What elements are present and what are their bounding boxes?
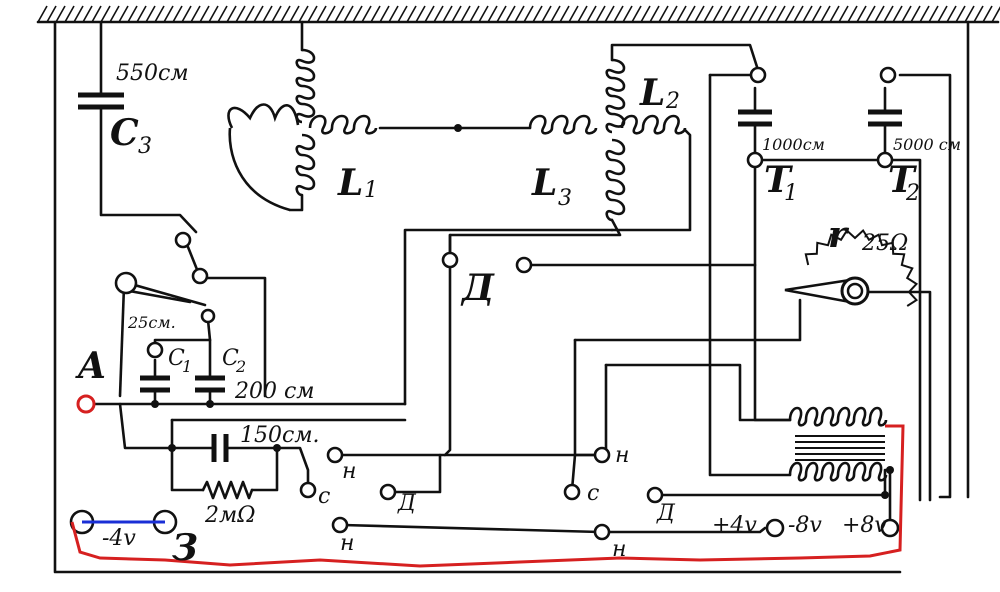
r-value-label: 25Ω <box>861 231 908 256</box>
l3-name-label: L <box>531 162 557 204</box>
switch-pivot[interactable] <box>114 271 138 295</box>
terminal-c-mid[interactable] <box>563 483 581 501</box>
d-big-label: Д <box>460 267 495 309</box>
r-name-label: r <box>828 214 850 256</box>
t1-sub-label: 1 <box>784 181 798 206</box>
terminal-a[interactable] <box>76 394 96 414</box>
junction-dots <box>151 124 894 499</box>
c25-label: 25см. <box>127 313 176 332</box>
terminal-n1[interactable] <box>326 446 344 464</box>
t1-name-label: T <box>764 159 793 201</box>
terminal-n-low2[interactable] <box>593 523 611 541</box>
terminals <box>69 66 900 541</box>
contact-25cm[interactable] <box>200 308 216 324</box>
c1-sub-label: 1 <box>182 357 192 376</box>
terminal-c1[interactable] <box>146 341 164 359</box>
terminal-t2-top[interactable] <box>879 66 897 84</box>
n-mid-label: н <box>615 443 630 468</box>
minus8-label: -8v <box>788 513 822 538</box>
c2-name-label: C <box>222 346 239 371</box>
transformer <box>788 406 888 482</box>
minus4-label: -4v <box>102 526 136 551</box>
terminal-plus8[interactable] <box>880 518 900 538</box>
d-right-label: Д <box>656 501 676 526</box>
a-label: A <box>75 345 106 387</box>
l2-name-label: L <box>639 72 665 114</box>
terminal-n-mid[interactable] <box>593 446 611 464</box>
l3-sub-label: 3 <box>558 186 572 211</box>
z3-label: З <box>172 527 198 569</box>
red-wire <box>70 424 905 568</box>
capacitor-c3 <box>78 92 124 110</box>
c-mid-label: с <box>587 481 599 506</box>
terminal-plus4[interactable] <box>765 518 785 538</box>
capacitor-c1 <box>140 375 170 393</box>
c3-value-label: 550см <box>116 61 189 86</box>
ground-hatch <box>36 5 1000 24</box>
terminal-t2[interactable] <box>876 151 894 169</box>
capacitor-t2 <box>868 109 902 127</box>
t1-value-label: 1000см <box>762 135 825 154</box>
terminal-c-left[interactable] <box>299 481 317 499</box>
rheostat-r <box>784 228 919 307</box>
plus8-label: +8v <box>842 513 887 538</box>
n-low2-label: н <box>612 537 627 562</box>
n-low-label: н <box>340 531 355 556</box>
t2-name-label: T <box>888 159 917 201</box>
switch-terminal[interactable] <box>174 231 192 249</box>
terminal-d-left[interactable] <box>379 483 397 501</box>
c2-value-label: 200 см <box>234 379 315 404</box>
capacitor-c2 <box>195 375 225 393</box>
c2-sub-label: 2 <box>235 357 246 376</box>
inductor-l1 <box>227 48 378 212</box>
t2-sub-label: 2 <box>905 181 920 206</box>
terminal-d2[interactable] <box>515 256 533 274</box>
c-left-label: с <box>318 484 330 509</box>
resistor-2m <box>201 480 254 500</box>
n1-label: н <box>342 459 357 484</box>
terminal-t1-top[interactable] <box>749 66 767 84</box>
terminal-t1[interactable] <box>746 151 764 169</box>
plus4-label: +4v <box>712 513 757 538</box>
l1-sub-label: 1 <box>364 178 378 203</box>
switch-terminal-2[interactable] <box>191 267 209 285</box>
c3-sub-label: 3 <box>138 134 152 159</box>
c150-label: 150см. <box>240 423 320 448</box>
res-value-label: 2мΩ <box>204 503 255 528</box>
c1-name-label: C <box>168 346 185 371</box>
t2-value-label: 5000 см <box>893 135 961 154</box>
capacitor-t1 <box>738 109 772 127</box>
terminal-n-low[interactable] <box>331 516 349 534</box>
terminal-d-right[interactable] <box>646 486 664 504</box>
d-left-label: Д <box>397 491 417 516</box>
inductor-l2-l3 <box>528 58 687 222</box>
l2-sub-label: 2 <box>665 89 680 114</box>
l1-name-label: L <box>337 162 363 204</box>
terminal-d1[interactable] <box>441 251 459 269</box>
capacitor-150 <box>211 434 229 462</box>
c3-name-label: C <box>110 112 139 154</box>
